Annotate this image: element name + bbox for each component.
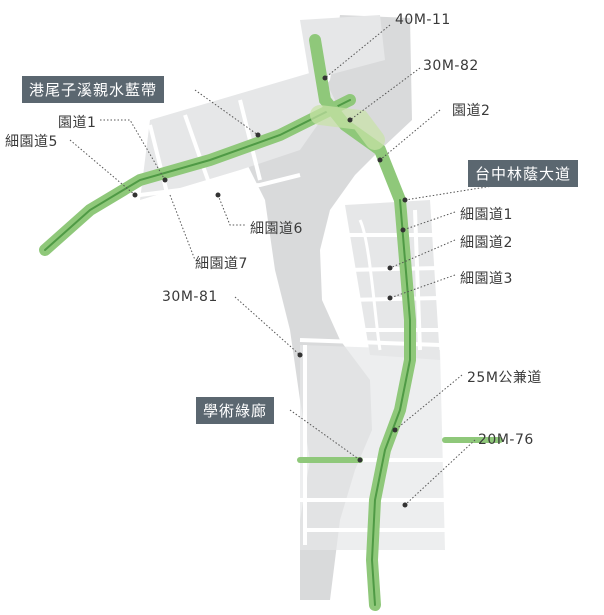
label-30m-81: 30M-81 bbox=[162, 289, 218, 305]
label-20m-76: 20M-76 bbox=[478, 432, 534, 448]
label-40m-11: 40M-11 bbox=[395, 12, 451, 28]
river-area bbox=[240, 15, 412, 600]
green-corridors bbox=[39, 34, 503, 611]
label-sub-garden-road-6: 細園道6 bbox=[250, 221, 303, 237]
tag-creek-blue-belt: 港尾子溪親水藍帶 bbox=[22, 76, 165, 103]
road-network bbox=[88, 99, 455, 545]
node-points bbox=[132, 75, 408, 508]
label-sub-garden-road-5: 細園道5 bbox=[5, 134, 58, 150]
label-sub-garden-road-a2: 細園道2 bbox=[460, 235, 513, 251]
label-sub-garden-road-7: 細園道7 bbox=[195, 256, 248, 272]
label-25m-road: 25M公兼道 bbox=[467, 370, 542, 386]
leader-lines bbox=[69, 24, 531, 506]
label-sub-garden-road-a3: 細園道3 bbox=[460, 271, 513, 287]
tag-taichung-boulevard: 台中林蔭大道 bbox=[468, 160, 579, 187]
label-garden-road-2: 園道2 bbox=[452, 103, 491, 119]
label-sub-garden-road-a1: 細園道1 bbox=[460, 207, 513, 223]
label-30m-82: 30M-82 bbox=[423, 58, 479, 74]
tag-academic-corridor: 學術綠廊 bbox=[196, 397, 275, 424]
label-garden-road-1: 園道1 bbox=[58, 115, 97, 131]
